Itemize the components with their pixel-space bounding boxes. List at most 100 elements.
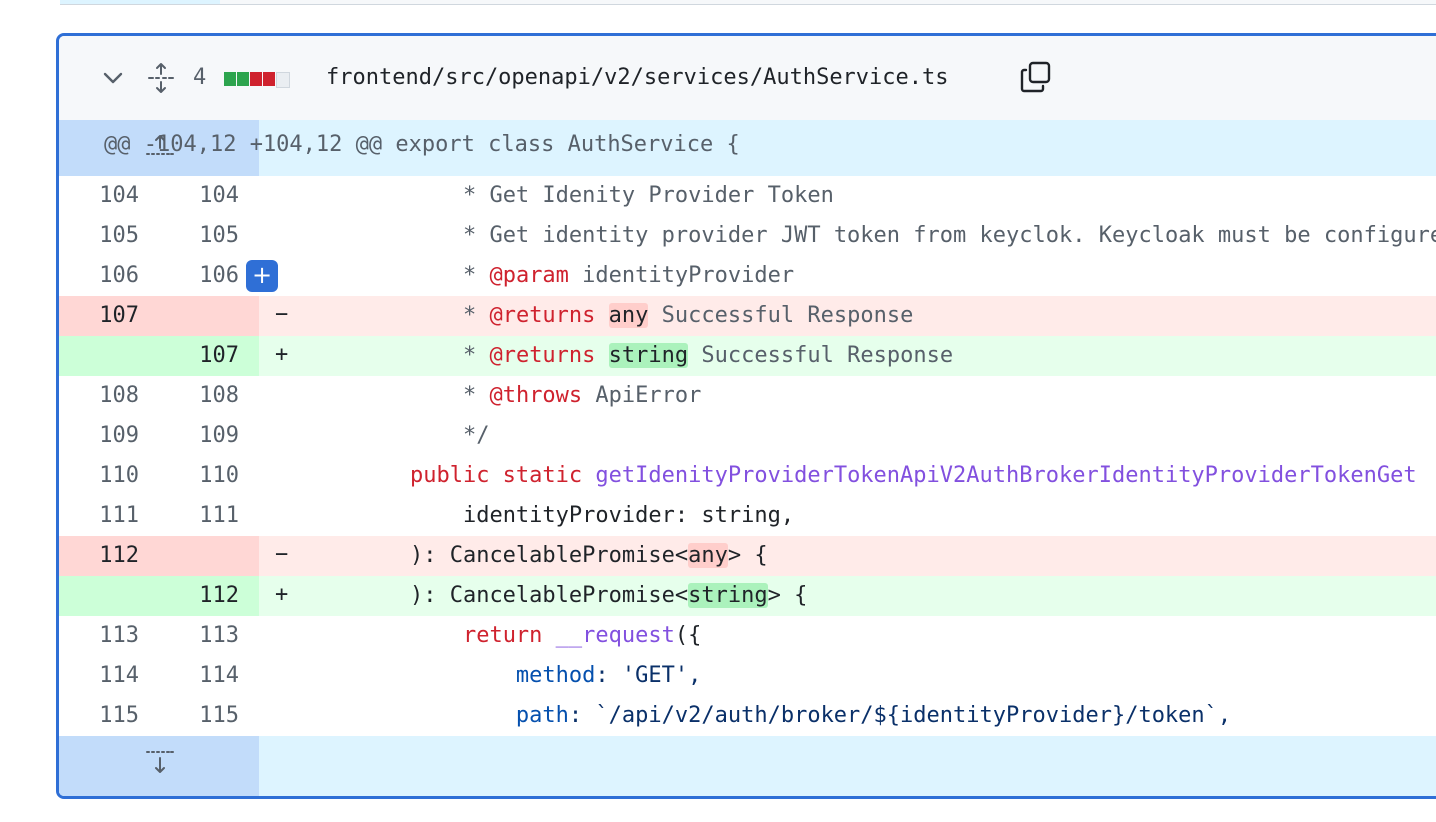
previous-file-expand-strip [60, 0, 220, 4]
code-indent [304, 583, 410, 608]
code-token: getIdenityProviderTokenApiV2AuthBrokerId… [595, 463, 1417, 488]
code-cell: * Get Idenity Provider Token [259, 176, 1436, 216]
new-line-number-cell[interactable]: 110 [159, 456, 259, 496]
code-indent [304, 423, 463, 448]
code-text: * @param identityProvider [304, 263, 794, 288]
new-line-number-cell[interactable]: 104 [159, 176, 259, 216]
change-count: 4 [193, 65, 207, 90]
old-line-number: 105 [99, 223, 139, 248]
old-line-number: 108 [99, 383, 139, 408]
new-line-number-cell[interactable]: 108 [159, 376, 259, 416]
diffstat-square [237, 72, 249, 86]
hunk-header-row: @@ -104,12 +104,12 @@ export class AuthS… [59, 120, 1436, 176]
changed-token: any [608, 303, 649, 328]
code-indent [304, 623, 463, 648]
code-token: path [515, 703, 569, 728]
code-token: */ [462, 423, 490, 448]
deleted-line-row: 112 − ): CancelablePromise<any> { [59, 536, 1436, 576]
old-line-number-cell[interactable]: 104 [59, 176, 159, 216]
code-token: identityProvider: string, [462, 503, 795, 528]
diff-file-card: 4 frontend/src/openapi/v2/services/AuthS… [56, 33, 1436, 799]
old-line-number-cell[interactable]: 107 [59, 296, 159, 336]
code-cell: + ): CancelablePromise<string> { [259, 576, 1436, 616]
code-text: return __request({ [304, 623, 701, 648]
diffstat-square [276, 72, 290, 88]
context-line-row: 110 110 public static getIdenityProviderT… [59, 456, 1436, 496]
new-line-number-cell[interactable]: 105 [159, 216, 259, 256]
old-line-number-cell[interactable]: 114 [59, 656, 159, 696]
code-token: : `/api/v2/auth/broker/${identityProvide… [568, 703, 1232, 728]
old-line-number-cell[interactable]: 112 [59, 536, 159, 576]
old-line-number-cell[interactable]: 106 [59, 256, 159, 296]
code-cell: − * @returns any Successful Response [259, 296, 1436, 336]
old-line-number-cell[interactable]: 113 [59, 616, 159, 656]
code-token [595, 343, 608, 368]
expand-down-button[interactable] [59, 736, 259, 796]
code-text: public static getIdenityProviderTokenApi… [304, 463, 1417, 488]
code-indent [304, 543, 410, 568]
previous-file-footer [60, 0, 1436, 5]
old-line-number-cell[interactable] [59, 576, 159, 616]
code-text: * @throws ApiError [304, 383, 701, 408]
context-line-row: 108 108 * @throws ApiError [59, 376, 1436, 416]
code-cell: */ [259, 416, 1436, 456]
new-line-number-cell[interactable]: 113 [159, 616, 259, 656]
code-cell: method: 'GET', [259, 656, 1436, 696]
new-line-number-cell[interactable]: 109 [159, 416, 259, 456]
code-token: > { [727, 543, 768, 568]
code-indent [304, 183, 463, 208]
new-line-number: 115 [199, 703, 239, 728]
new-line-number-cell[interactable] [159, 296, 259, 336]
code-text: * Get Idenity Provider Token [304, 183, 834, 208]
deleted-line-row: 107 − * @returns any Successful Response [59, 296, 1436, 336]
old-line-number-cell[interactable]: 111 [59, 496, 159, 536]
old-line-number-cell[interactable]: 108 [59, 376, 159, 416]
old-line-number: 107 [99, 303, 139, 328]
new-line-number-cell[interactable]: 111 [159, 496, 259, 536]
new-line-number-cell[interactable]: 112 [159, 576, 259, 616]
code-token: return [462, 623, 556, 648]
old-line-number-cell[interactable]: 109 [59, 416, 159, 456]
code-token: ApiError [582, 383, 702, 408]
new-line-number-cell[interactable] [159, 536, 259, 576]
deletion-marker: − [275, 542, 289, 567]
copy-icon[interactable] [1019, 60, 1053, 94]
code-text: * Get identity provider JWT token from k… [304, 223, 1436, 248]
new-line-number-cell[interactable]: 115 [159, 696, 259, 736]
new-line-number-cell[interactable]: 106 [159, 256, 259, 296]
addition-marker: + [275, 342, 289, 367]
file-path[interactable]: frontend/src/openapi/v2/services/AuthSer… [326, 65, 949, 90]
deletion-marker: − [275, 302, 289, 327]
new-line-number-cell[interactable]: 107 [159, 336, 259, 376]
chevron-down-icon[interactable] [101, 66, 125, 90]
expand-all-icon[interactable] [147, 62, 175, 94]
code-token: : 'GET', [595, 663, 702, 688]
new-line-number: 114 [199, 663, 239, 688]
old-line-number-cell[interactable]: 105 [59, 216, 159, 256]
old-line-number-cell[interactable] [59, 336, 159, 376]
code-token [595, 303, 608, 328]
context-line-row: 114 114 method: 'GET', [59, 656, 1436, 696]
code-text: * @returns string Successful Response [304, 343, 953, 368]
addition-marker: + [275, 582, 289, 607]
code-text: */ [304, 423, 490, 448]
code-token: ): CancelablePromise< [409, 543, 689, 568]
old-line-number-cell[interactable]: 110 [59, 456, 159, 496]
code-token: @returns [489, 303, 596, 328]
old-line-number: 111 [99, 503, 139, 528]
code-cell: * @throws ApiError [259, 376, 1436, 416]
expand-up-button[interactable] [59, 120, 259, 176]
old-line-number: 110 [99, 463, 139, 488]
new-line-number: 111 [199, 503, 239, 528]
new-line-number: 108 [199, 383, 239, 408]
code-cell: * Get identity provider JWT token from k… [259, 216, 1436, 256]
add-comment-button[interactable]: + [246, 260, 278, 292]
code-indent [304, 703, 516, 728]
code-cell: * @param identityProvider [259, 256, 1436, 296]
new-line-number-cell[interactable]: 114 [159, 656, 259, 696]
code-text: ): CancelablePromise<any> { [304, 543, 768, 568]
old-line-number-cell[interactable]: 115 [59, 696, 159, 736]
code-token: ): CancelablePromise< [409, 583, 689, 608]
context-line-row: 115 115 path: `/api/v2/auth/broker/${iden… [59, 696, 1436, 736]
